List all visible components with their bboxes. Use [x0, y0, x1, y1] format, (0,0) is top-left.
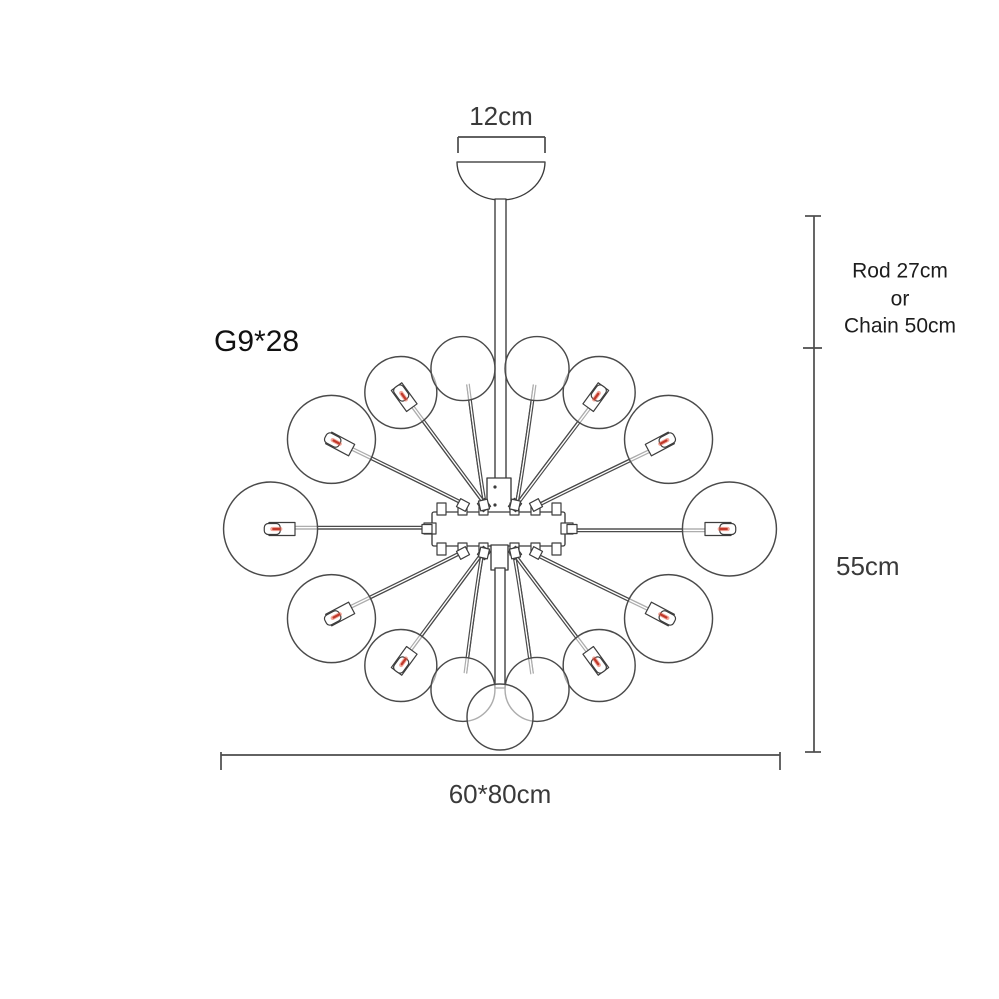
bulb-filament-6 [400, 658, 407, 666]
lamp-arm-4 [430, 335, 496, 512]
arm-edge-b-7 [463, 551, 483, 674]
lamp-arm-layer [222, 335, 778, 723]
height-dimension: Rod 27cm or Chain 50cm 55cm [803, 215, 956, 753]
lamp-arm-9 [528, 394, 714, 512]
arm-edge-a-4 [466, 384, 485, 506]
arm-edge-a-11 [514, 384, 534, 506]
lamp-arm-12 [528, 546, 714, 664]
bulb-filament-13 [593, 658, 600, 666]
rod-or-label: or [891, 288, 910, 311]
arm-edge-a-14 [514, 552, 534, 674]
arm-edge-b-4 [468, 383, 488, 506]
globe-bottom-center [466, 683, 534, 751]
glass-globe-4 [430, 335, 496, 402]
lamp-arm-8 [566, 481, 778, 577]
arm-collar-7 [477, 546, 491, 560]
arm-collar-11 [508, 498, 522, 512]
lamp-arm-7 [430, 546, 496, 723]
bulb-filament-9 [660, 439, 668, 445]
arm-collar-2 [455, 498, 471, 512]
arm-edge-b-3 [413, 405, 487, 505]
body-height-label: 55cm [836, 551, 900, 581]
width-dimension: 60*80cm [220, 752, 781, 809]
arm-collar-12 [528, 546, 544, 560]
arm-edge-b-11 [516, 384, 537, 507]
arm-collar-8 [566, 523, 578, 535]
canopy-width-dimension: 12cm [457, 101, 546, 153]
arm-collar-4 [477, 498, 491, 512]
bulb-filament-3 [400, 392, 407, 400]
lamp-arm-2 [286, 394, 471, 512]
arm-edge-a-3 [411, 407, 485, 506]
overall-width-label: 60*80cm [449, 779, 552, 809]
arm-edge-b-6 [409, 550, 483, 650]
arm-collar-5 [455, 546, 471, 560]
drop-rod [494, 198, 507, 500]
lamp-arm-5 [286, 546, 471, 664]
bulb-spec-label: G9*28 [214, 325, 299, 358]
arm-collar-9 [528, 498, 544, 512]
lamp-arm-13 [507, 545, 636, 703]
glass-globe-11 [504, 335, 570, 402]
canopy-width-label: 12cm [469, 101, 533, 131]
lamp-arm-1 [222, 481, 433, 577]
central-hub [423, 477, 574, 689]
bulb-filament-10 [593, 392, 600, 400]
arm-collar-14 [508, 546, 522, 560]
ceiling-canopy [456, 161, 546, 201]
chain-length-label: Chain 50cm [844, 315, 956, 338]
arm-edge-a-7 [466, 552, 485, 674]
bulb-filament-2 [332, 439, 340, 445]
arm-collar-1 [421, 523, 433, 535]
bulb-filament-5 [332, 613, 340, 619]
arm-edge-b-14 [511, 552, 532, 675]
bulb-filament-12 [660, 613, 668, 619]
lamp-arm-3 [364, 355, 492, 513]
lamp-arm-11 [504, 335, 570, 512]
rod-length-label: Rod 27cm [852, 260, 948, 283]
